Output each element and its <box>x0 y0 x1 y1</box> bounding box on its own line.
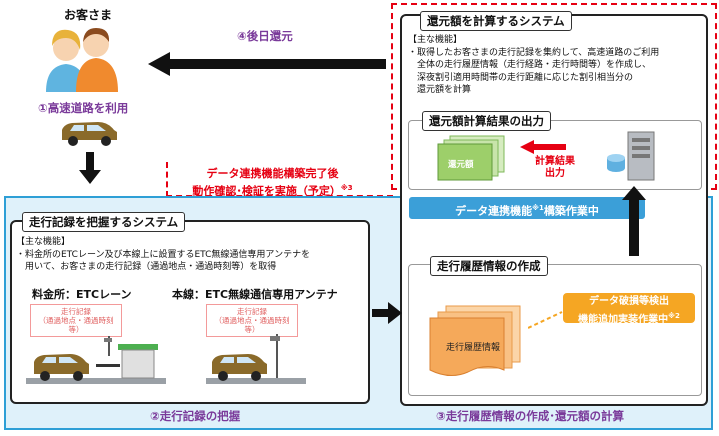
badge-line1: データ破損等検出 <box>589 296 669 307</box>
customer-title: お客さま <box>64 8 113 22</box>
antenna-record-line2: （通過地点・通過時刻等） <box>214 316 290 334</box>
calc-label: ③走行履歴情報の作成･還元額の計算 <box>436 409 624 423</box>
record-system-title: 走行記録を把握するシステム <box>22 212 186 232</box>
car-icon <box>62 122 117 146</box>
data-link-banner: データ連携機能※1構築作業中 <box>408 196 646 220</box>
use-highway-label: ①高速道路を利用 <box>38 101 129 115</box>
red-left-arrow-icon <box>520 140 566 154</box>
calc-system-title: 還元額を計算するシステム <box>420 11 572 31</box>
notice-note: ※3 <box>340 184 353 192</box>
left-arrow-icon <box>148 52 386 76</box>
data-link-label: データ連携機能 <box>455 204 533 218</box>
history-doc-label: 走行履歴情報 <box>446 343 501 353</box>
record-func-line-2: 用いて、お客さまの走行記録（通過地点・通過時刻等）を取得 <box>25 262 277 272</box>
right-arrow-icon <box>372 302 402 324</box>
calc-result-line1: 計算結果 <box>535 156 575 167</box>
lane-record-label: 走行記録 （通過地点・通過時刻等） <box>30 304 122 337</box>
calc-result-label: 計算結果 出力 <box>530 156 580 180</box>
calc-func-line-4: 還元額を計算 <box>417 85 472 95</box>
data-link-note: ※1 <box>532 204 544 212</box>
badge-line2: 機能追加実装作業中 <box>578 314 669 326</box>
return-label: ④後日還元 <box>237 29 293 43</box>
up-arrow-icon <box>622 186 646 256</box>
lane-record-line1: 走行記録 <box>61 307 91 316</box>
calc-result-line2: 出力 <box>545 168 565 179</box>
antenna-record-label: 走行記録 （通過地点・通過時刻等） <box>206 304 298 337</box>
detection-badge: データ破損等検出 機能追加実装作業中※2 <box>562 292 696 327</box>
calc-func-line-1: ・取得したお客さまの走行記録を集約して、高速道路のご利用 <box>408 47 660 58</box>
lane-title: 料金所：ETCレーン <box>32 288 132 301</box>
output-title: 還元額計算結果の出力 <box>422 111 551 131</box>
history-document-stack-icon <box>429 305 521 376</box>
notice-box: データ連携機能構築完了後 動作確認･検証を実施（予定）※3 <box>170 166 375 199</box>
antenna-title: 本線：ETC無線通信専用アンテナ <box>172 288 338 301</box>
calc-system-functions: 【主な機能】 ・取得したお客さまの走行記録を集約して、高速道路のご利用 全体の走… <box>408 34 704 97</box>
document-stack-icon <box>437 135 505 181</box>
badge-line2-wrap: 機能追加実装作業中※2 <box>563 309 695 327</box>
record-func-heading: 【主な機能】 <box>16 237 71 247</box>
notice-line2: 動作確認･検証を実施（予定） <box>192 184 341 198</box>
dashed-connector <box>528 311 563 329</box>
output-doc-label: 還元額 <box>448 160 474 170</box>
record-label: ②走行記録の把握 <box>150 409 241 423</box>
customers-icon <box>46 28 118 92</box>
record-func-line-1: ・料金所のETCレーン及び本線上に設置するETC無線通信専用アンテナを <box>16 249 311 260</box>
record-system-functions: 【主な機能】 ・料金所のETCレーン及び本線上に設置するETC無線通信専用アンテ… <box>16 236 368 274</box>
calc-func-line-2: 全体の走行履歴情報（走行経路・走行時間等）を作成し、 <box>417 60 652 70</box>
lane-record-line2: （通過地点・通過時刻等） <box>38 316 114 334</box>
down-arrow-icon <box>79 152 101 184</box>
server-icon <box>607 131 655 181</box>
data-link-suffix: 構築作業中 <box>543 204 599 218</box>
antenna-scene <box>206 334 306 384</box>
calc-func-line-3: 深夜割引適用時間帯の走行距離に応じた割引相当分の <box>417 72 634 83</box>
notice-line1: データ連携機能構築完了後 <box>206 167 339 180</box>
antenna-record-line1: 走行記録 <box>237 307 267 316</box>
travel-history-title: 走行履歴情報の作成 <box>430 256 548 276</box>
notice-line2-wrap: 動作確認･検証を実施（予定）※3 <box>170 181 375 199</box>
calc-func-heading: 【主な機能】 <box>408 35 463 45</box>
toll-gate-scene <box>26 336 166 384</box>
badge-note: ※2 <box>668 312 680 320</box>
